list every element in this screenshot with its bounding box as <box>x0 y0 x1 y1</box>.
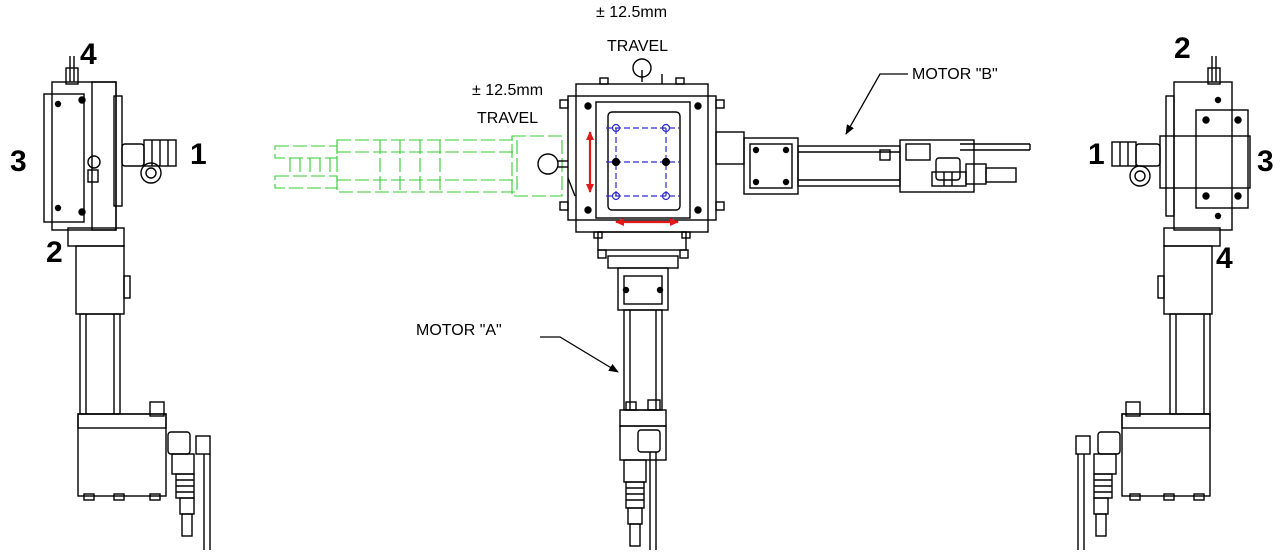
motor-b-label: MOTOR "B" <box>912 66 998 83</box>
left-label-2: 2 <box>46 236 63 269</box>
motor-b-assembly <box>715 131 1031 195</box>
ghost-motor-outline <box>274 135 563 197</box>
left-side-view <box>43 56 211 550</box>
motor-a-label: MOTOR "A" <box>416 322 502 339</box>
travel-arrows <box>586 131 679 226</box>
right-label-1: 1 <box>1088 138 1105 171</box>
motor-a-assembly <box>607 255 679 550</box>
right-label-3: 3 <box>1257 145 1274 178</box>
right-side-view <box>1075 56 1251 550</box>
left-label-3: 3 <box>10 145 27 178</box>
motor-a-leader <box>540 336 619 373</box>
motor-b-leader <box>845 73 908 135</box>
left-travel-word: TRAVEL <box>477 110 539 127</box>
stage-adjust-grid <box>606 123 680 201</box>
left-travel-amount: ± 12.5mm <box>472 82 544 99</box>
left-label-1: 1 <box>190 138 207 171</box>
right-label-4: 4 <box>1216 242 1233 275</box>
right-label-2: 2 <box>1174 32 1191 65</box>
top-travel-word: TRAVEL <box>607 38 669 55</box>
top-travel-amount: ± 12.5mm <box>596 4 668 21</box>
left-label-4: 4 <box>80 38 97 71</box>
leader-lines <box>540 73 908 373</box>
center-stage <box>537 58 725 259</box>
